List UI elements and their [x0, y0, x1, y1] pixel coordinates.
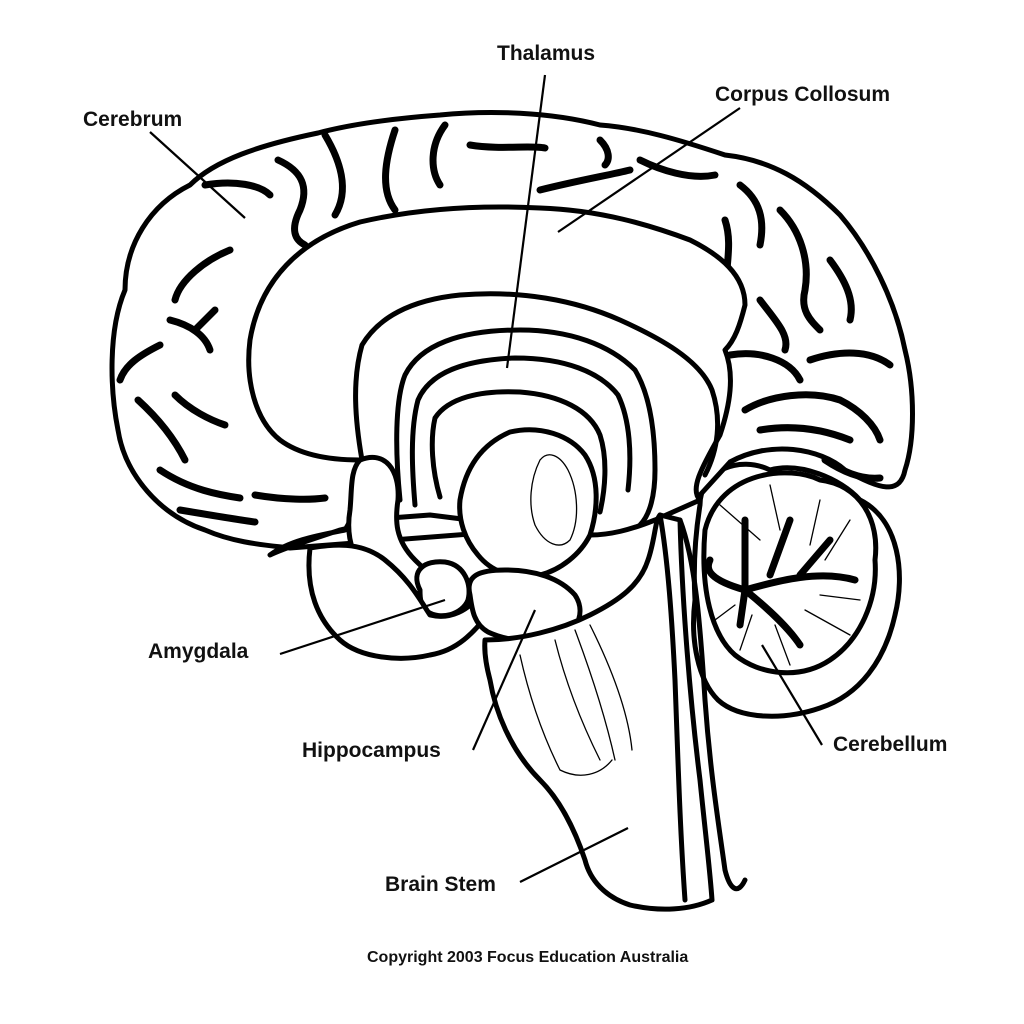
thalamus — [394, 327, 658, 579]
leader-lines — [149, 74, 823, 883]
leader-brain-stem — [519, 827, 629, 883]
label-hippocampus: Hippocampus — [302, 739, 441, 762]
brain-stem — [482, 512, 748, 912]
label-corpus-collosum: Corpus Collosum — [715, 83, 890, 106]
cerebellum — [691, 461, 902, 719]
leader-cerebellum — [761, 644, 823, 746]
label-brain-stem: Brain Stem — [385, 873, 496, 896]
label-cerebrum: Cerebrum — [83, 108, 182, 131]
leader-thalamus — [505, 74, 547, 369]
label-thalamus: Thalamus — [497, 42, 595, 65]
leader-cerebrum — [149, 131, 246, 219]
label-cerebellum: Cerebellum — [833, 733, 947, 756]
copyright-notice: Copyright 2003 Focus Education Australia — [367, 949, 688, 966]
label-amygdala: Amygdala — [148, 640, 249, 663]
leader-corpus-collosum — [557, 107, 741, 233]
leader-amygdala — [279, 598, 446, 656]
leader-hippocampus — [471, 609, 537, 751]
